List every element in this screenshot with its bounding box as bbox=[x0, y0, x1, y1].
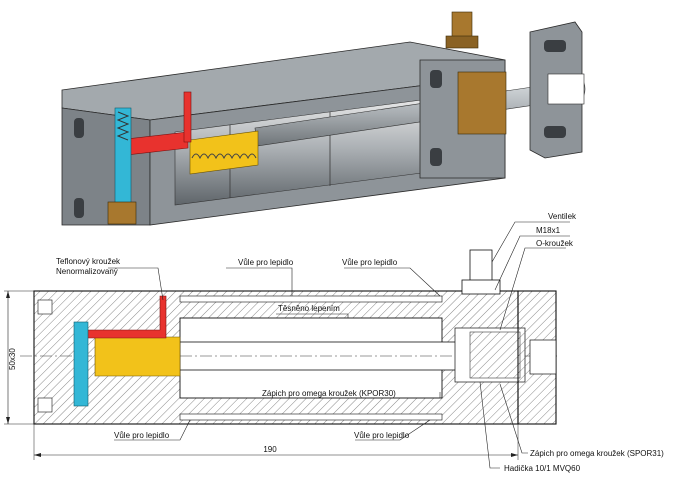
label-normalized: Nenormalizovaný bbox=[56, 267, 118, 276]
glue-gap-top bbox=[180, 296, 442, 302]
label-hose: Hadička 10/1 MVQ60 bbox=[504, 464, 581, 473]
separate-cap-slot bbox=[544, 126, 566, 138]
gland-threads bbox=[470, 332, 520, 378]
left-port bbox=[38, 300, 52, 314]
cyan-channel-section bbox=[74, 322, 88, 406]
cutaway-3d-view bbox=[62, 12, 585, 225]
glue-gap-bottom bbox=[180, 414, 442, 420]
label-thread: M18x1 bbox=[536, 226, 561, 235]
brass-bottom-fitting bbox=[108, 202, 136, 224]
valve-nut-section bbox=[462, 280, 500, 294]
label-gap-top-left: Vůle pro lepidlo bbox=[238, 258, 294, 267]
yellow-piston-section bbox=[95, 337, 180, 376]
separate-cap-bore bbox=[548, 74, 584, 104]
label-gap-top-right: Vůle pro lepidlo bbox=[342, 258, 398, 267]
red-vertical-channel bbox=[184, 92, 191, 142]
label-pin-kpor: Zápich pro omega kroužek (KPOR30) bbox=[262, 389, 396, 398]
section-drawing: 50x30 190 bbox=[4, 250, 560, 460]
dim-height: 50x30 bbox=[8, 348, 17, 370]
left-port bbox=[38, 398, 52, 412]
dim-length: 190 bbox=[263, 445, 277, 454]
block-slot bbox=[74, 198, 84, 218]
label-pin-spor: Zápich pro omega kroužek (SPOR31) bbox=[530, 449, 664, 458]
label-sealed: Těsněno lepením bbox=[278, 304, 340, 313]
valve-nut bbox=[446, 36, 478, 48]
label-teflon: Teflonový kroužek bbox=[56, 257, 121, 266]
label-valve: Ventilek bbox=[548, 212, 577, 221]
label-gap-bottom-left: Vůle pro lepidlo bbox=[114, 431, 170, 440]
brass-gland bbox=[458, 72, 506, 134]
label-gap-bottom-right: Vůle pro lepidlo bbox=[354, 431, 410, 440]
separate-cap-slot bbox=[544, 40, 566, 52]
block-slot bbox=[74, 118, 84, 138]
label-oring: O-kroužek bbox=[536, 239, 574, 248]
end-cap-slot bbox=[430, 70, 442, 88]
end-cap-opening bbox=[530, 340, 556, 374]
end-cap-slot bbox=[430, 148, 442, 166]
